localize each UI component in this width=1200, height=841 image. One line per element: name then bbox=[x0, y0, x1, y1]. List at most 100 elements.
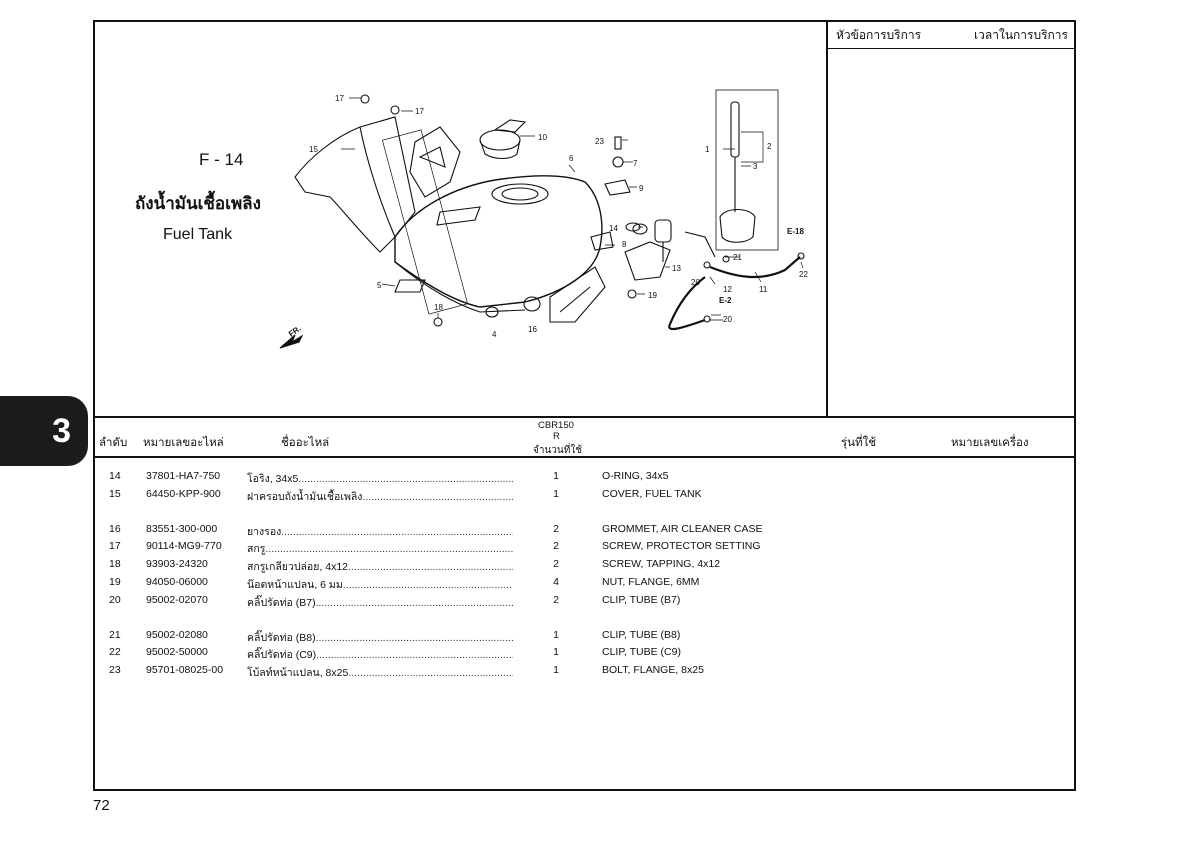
header-part-no: หมายเลขอะไหล่ bbox=[143, 435, 224, 449]
exploded-diagram-area: F - 14 ถังน้ำมันเชื้อเพลิง Fuel Tank bbox=[95, 22, 828, 418]
table-row: 15 64450-KPP-900 ฝาครอบถังน้ำมันเชื้อเพล… bbox=[95, 488, 1076, 506]
callout-11: 11 bbox=[759, 285, 768, 294]
part-no: 95002-02080 bbox=[146, 628, 208, 641]
tank-decal-upper bbox=[409, 126, 461, 198]
quantity: 2 bbox=[553, 540, 559, 553]
callout-10: 10 bbox=[538, 133, 547, 142]
callout-21: 21 bbox=[733, 253, 742, 262]
service-time-label: เวลาในการบริการ bbox=[974, 27, 1068, 42]
screw-17b bbox=[390, 105, 400, 115]
part-no: 95701-08025-00 bbox=[146, 664, 224, 677]
quantity: 1 bbox=[553, 628, 559, 641]
clip-21 bbox=[722, 255, 730, 263]
quantity: 1 bbox=[553, 487, 559, 500]
callout-2: 2 bbox=[767, 142, 772, 151]
part-name-english: SCREW, TAPPING, 4x12 bbox=[602, 558, 721, 571]
table-row: 14 37801-HA7-750 โอริง, 34x5............… bbox=[95, 470, 1076, 488]
callout-12: 12 bbox=[723, 285, 732, 294]
part-no: 93903-24320 bbox=[146, 558, 208, 571]
part-name-thai: คลิ๊ปรัดท่อ (B7)........................… bbox=[247, 596, 513, 609]
nut-19 bbox=[627, 289, 637, 299]
part-no: 90114-MG9-770 bbox=[146, 540, 222, 553]
part-name-english: SCREW, PROTECTOR SETTING bbox=[602, 540, 761, 553]
fuel-tube-11 bbox=[709, 256, 801, 279]
callout-23: 23 bbox=[595, 137, 604, 146]
part-name-english: GROMMET, AIR CLEANER CASE bbox=[602, 522, 763, 535]
callout-14: 14 bbox=[609, 224, 618, 233]
section-tab-number: 3 bbox=[52, 411, 71, 450]
tank-cover-shape bbox=[294, 116, 416, 253]
callout-19: 19 bbox=[648, 291, 657, 300]
service-topic-label: หัวข้อการบริการ bbox=[836, 27, 922, 42]
callout-8: 8 bbox=[622, 240, 627, 249]
bolt-23 bbox=[614, 136, 622, 150]
part-name-english: NUT, FLANGE, 6MM bbox=[602, 575, 700, 588]
table-row: 20 95002-02070 คลิ๊ปรัดท่อ (B7).........… bbox=[95, 594, 1076, 612]
header-usage: รุ่นที่ใช้ bbox=[841, 435, 877, 449]
ref-no: 23 bbox=[109, 664, 121, 677]
fuel-valve bbox=[719, 208, 756, 243]
part-no: 94050-06000 bbox=[146, 575, 208, 588]
callout-6: 6 bbox=[569, 154, 574, 163]
part-name-thai: ยางรอง..................................… bbox=[247, 525, 513, 538]
part-name-english: BOLT, FLANGE, 8x25 bbox=[602, 664, 704, 677]
ref-no: 21 bbox=[109, 628, 121, 641]
part-no: 64450-KPP-900 bbox=[146, 487, 221, 500]
figure-title-english: Fuel Tank bbox=[163, 226, 233, 243]
nut-7 bbox=[612, 156, 624, 168]
fuel-pump bbox=[624, 241, 671, 281]
table-row: 22 95002-50000 คลิ๊ปรัดท่อ (C9).........… bbox=[95, 646, 1076, 664]
rubber-8 bbox=[590, 231, 614, 251]
quantity: 2 bbox=[553, 558, 559, 571]
ref-no: 18 bbox=[109, 558, 121, 571]
table-row: 23 95701-08025-00 โบ้ลท์หน้าแปลน, 8x25..… bbox=[95, 664, 1076, 682]
callout-20a: 20 bbox=[691, 278, 700, 287]
callout-17b: 17 bbox=[415, 107, 424, 116]
parts-list: 14 37801-HA7-750 โอริง, 34x5............… bbox=[95, 470, 1076, 682]
ref-no: 20 bbox=[109, 593, 121, 606]
part-name-thai: น๊อตหน้าแปลน, 6 มม......................… bbox=[247, 578, 513, 591]
part-name-english: COVER, FUEL TANK bbox=[602, 487, 702, 500]
callout-5: 5 bbox=[377, 281, 382, 290]
fuel-tank-exploded-diagram: 1 2 3 4 5 6 7 8 9 10 11 12 13 14 15 16 1… bbox=[279, 89, 808, 349]
fuel-cap bbox=[479, 129, 521, 151]
clip-22 bbox=[797, 252, 805, 260]
header-engine-no: หมายเลขเครื่อง bbox=[951, 435, 1029, 449]
rubber-5 bbox=[394, 279, 426, 293]
part-name-english: O-RING, 34x5 bbox=[602, 470, 669, 482]
part-no: 83551-300-000 bbox=[146, 522, 218, 535]
part-no: 37801-HA7-750 bbox=[146, 470, 221, 482]
ref-no: 15 bbox=[109, 487, 121, 500]
figure-title-thai: ถังน้ำมันเชื้อเพลิง bbox=[135, 194, 261, 214]
part-name-thai: คลิ๊ปรัดท่อ (B8)........................… bbox=[247, 631, 513, 644]
callout-13: 13 bbox=[672, 264, 681, 273]
parts-catalog-frame: F - 14 ถังน้ำมันเชื้อเพลิง Fuel Tank bbox=[93, 20, 1076, 791]
grommet-16 bbox=[523, 296, 541, 312]
callout-22: 22 bbox=[799, 270, 808, 279]
part-name-thai: โอริง, 34x5.............................… bbox=[247, 473, 513, 485]
table-row: 21 95002-02080 คลิ๊ปรัดท่อ (B8).........… bbox=[95, 629, 1076, 647]
ref-no: 14 bbox=[109, 470, 121, 482]
part-name-thai: โบ้ลท์หน้าแปลน, 8x25....................… bbox=[247, 667, 513, 680]
ref-no: 22 bbox=[109, 646, 121, 659]
quantity: 2 bbox=[553, 522, 559, 535]
ref-no: 19 bbox=[109, 575, 121, 588]
part-name-thai: สกรูเกลียวปล่อย, 4x12...................… bbox=[247, 561, 513, 574]
part-name-english: CLIP, TUBE (B7) bbox=[602, 593, 681, 606]
callout-16: 16 bbox=[528, 325, 537, 334]
clip-20a bbox=[703, 261, 711, 269]
tank-decal-lower bbox=[549, 266, 606, 323]
table-row: 18 93903-24320 สกรูเกลียวปล่อย, 4x12....… bbox=[95, 558, 1076, 576]
header-qty: จำนวนที่ใช้ bbox=[533, 445, 583, 456]
part-name-thai: ฝาครอบถังน้ำมันเชื้อเพลิง...............… bbox=[247, 490, 513, 503]
part-no: 95002-02070 bbox=[146, 593, 208, 606]
ref-no: 17 bbox=[109, 540, 121, 553]
part-name-thai: คลิ๊ปรัดท่อ (C9)........................… bbox=[247, 649, 513, 662]
callout-15: 15 bbox=[309, 145, 318, 154]
quantity: 4 bbox=[553, 575, 559, 588]
ref-no: 16 bbox=[109, 522, 121, 535]
screw-18 bbox=[433, 317, 443, 327]
table-row: 19 94050-06000 น๊อตหน้าแปลน, 6 มม.......… bbox=[95, 576, 1076, 594]
service-info-panel: หัวข้อการบริการ เวลาในการบริการ bbox=[828, 22, 1076, 418]
table-row: 16 83551-300-000 ยางรอง.................… bbox=[95, 523, 1076, 541]
